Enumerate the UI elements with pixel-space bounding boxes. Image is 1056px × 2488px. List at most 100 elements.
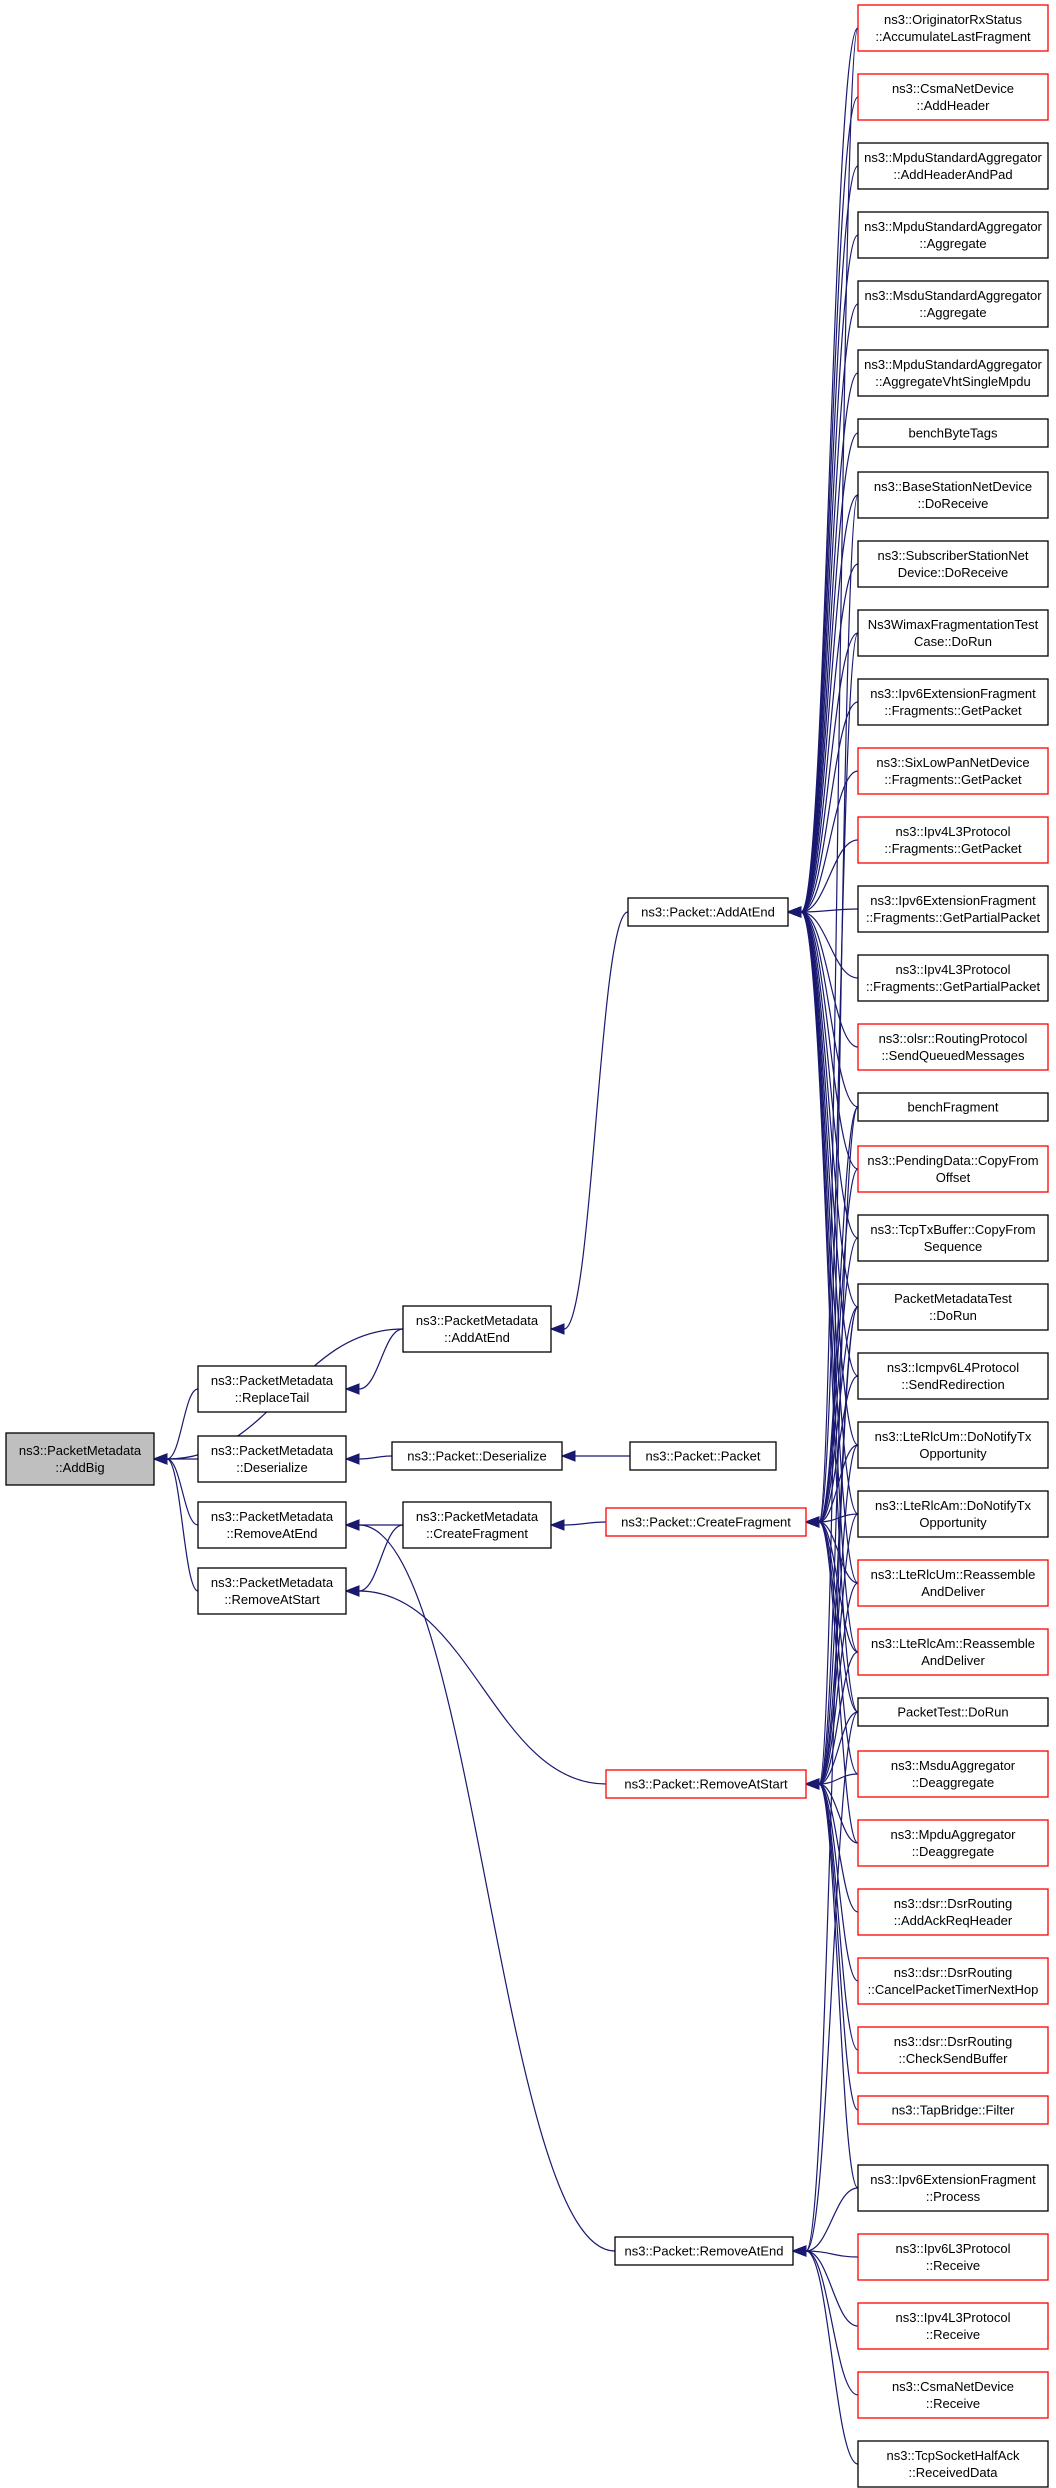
node-r25[interactable]: PacketTest::DoRun [857, 1697, 1049, 1727]
edge-r22-to-p_removeatstart [818, 1513, 859, 1785]
node-p_createfragment[interactable]: ns3::Packet::CreateFragment [605, 1507, 807, 1537]
node-label-line: ::AccumulateLastFragment [875, 29, 1031, 44]
arrowhead-p_packet-to-p_deserialize [560, 1450, 576, 1462]
node-r3[interactable]: ns3::MpduStandardAggregator::Aggregate [857, 211, 1049, 259]
node-r1[interactable]: ns3::CsmaNetDevice::AddHeader [857, 73, 1049, 121]
node-r20[interactable]: ns3::Icmpv6L4Protocol::SendRedirection [857, 1352, 1049, 1400]
node-r33[interactable]: ns3::Ipv6L3Protocol::Receive [857, 2233, 1049, 2281]
node-label-line: ::AddHeaderAndPad [893, 167, 1012, 182]
node-label-line: ::Deserialize [236, 1460, 308, 1475]
node-r34[interactable]: ns3::Ipv4L3Protocol::Receive [857, 2302, 1049, 2350]
node-p_removeatend[interactable]: ns3::Packet::RemoveAtEnd [614, 2236, 794, 2266]
node-p_packet[interactable]: ns3::Packet::Packet [629, 1441, 777, 1471]
node-addbig: ns3::PacketMetadata::AddBig [5, 1432, 155, 1486]
node-pm_addatend[interactable]: ns3::PacketMetadata::AddAtEnd [402, 1305, 552, 1353]
node-label-line: ns3::Packet::Deserialize [407, 1449, 546, 1464]
edge-pm_removeatstart-to-addbig [166, 1458, 199, 1592]
edge-r33-to-p_removeatend [805, 2250, 859, 2258]
node-r12[interactable]: ns3::Ipv4L3Protocol::Fragments::GetPacke… [857, 816, 1049, 864]
node-box [857, 471, 1049, 519]
node-p_deserialize[interactable]: ns3::Packet::Deserialize [391, 1441, 563, 1471]
node-r13[interactable]: ns3::Ipv6ExtensionFragment::Fragments::G… [857, 885, 1049, 933]
node-box [857, 73, 1049, 121]
arrowhead-p_createfragment-to-pm_createfragment [549, 1519, 565, 1531]
node-r32[interactable]: ns3::Ipv6ExtensionFragment::Process [857, 2164, 1049, 2212]
node-box [857, 540, 1049, 588]
edge-r27-to-p_removeatstart [818, 1783, 859, 1844]
node-label-line: ns3::LteRlcUm::DoNotifyTx [875, 1429, 1032, 1444]
edge-p_createfragment-to-pm_createfragment [563, 1521, 607, 1526]
node-r8[interactable]: ns3::SubscriberStationNetDevice::DoRecei… [857, 540, 1049, 588]
node-r19[interactable]: PacketMetadataTest::DoRun [857, 1283, 1049, 1331]
node-box [857, 678, 1049, 726]
node-box [857, 816, 1049, 864]
node-pm_deserialize[interactable]: ns3::PacketMetadata::Deserialize [197, 1435, 347, 1483]
node-r7[interactable]: ns3::BaseStationNetDevice::DoReceive [857, 471, 1049, 519]
edge-r19-to-p_removeatend [805, 1306, 859, 2252]
node-label-line: ::Deaggregate [912, 1844, 994, 1859]
node-r11[interactable]: ns3::SixLowPanNetDevice::Fragments::GetP… [857, 747, 1049, 795]
node-box [197, 1567, 347, 1615]
node-r10[interactable]: ns3::Ipv6ExtensionFragment::Fragments::G… [857, 678, 1049, 726]
node-r29[interactable]: ns3::dsr::DsrRouting::CancelPacketTimerN… [857, 1957, 1049, 2005]
node-label-line: ns3::dsr::DsrRouting [894, 1965, 1013, 1980]
edge-r21-to-p_removeatstart [818, 1444, 859, 1785]
node-label-line: ns3::PacketMetadata [416, 1509, 539, 1524]
node-r26[interactable]: ns3::MsduAggregator::Deaggregate [857, 1750, 1049, 1798]
node-r6[interactable]: benchByteTags [857, 418, 1049, 448]
edge-r28-to-p_removeatstart [818, 1783, 859, 1913]
node-label-line: Device::DoReceive [898, 565, 1009, 580]
node-label-line: ns3::SixLowPanNetDevice [876, 755, 1029, 770]
arrowhead-pm_addatend-to-pm_replacetail [344, 1383, 360, 1395]
node-label-line: ::SendQueuedMessages [881, 1048, 1025, 1063]
node-label-line: ns3::PacketMetadata [211, 1509, 334, 1524]
node-box [391, 1441, 563, 1471]
node-label-line: Case::DoRun [914, 634, 992, 649]
node-label-line: PacketMetadataTest [894, 1291, 1012, 1306]
node-label-line: ns3::dsr::DsrRouting [894, 2034, 1013, 2049]
node-pm_replacetail[interactable]: ns3::PacketMetadata::ReplaceTail [197, 1365, 347, 1413]
node-label-line: ::Deaggregate [912, 1775, 994, 1790]
node-p_addatend[interactable]: ns3::Packet::AddAtEnd [627, 897, 789, 927]
node-label-line: ns3::TapBridge::Filter [892, 2103, 1016, 2118]
node-pm_removeatstart[interactable]: ns3::PacketMetadata::RemoveAtStart [197, 1567, 347, 1615]
edge-r2-to-p_addatend [800, 165, 859, 913]
node-r36[interactable]: ns3::TcpSocketHalfAck::ReceivedData [857, 2440, 1049, 2488]
node-r31[interactable]: ns3::TapBridge::Filter [857, 2095, 1049, 2125]
node-r0[interactable]: ns3::OriginatorRxStatus::AccumulateLastF… [857, 4, 1049, 52]
node-pm_createfragment[interactable]: ns3::PacketMetadata::CreateFragment [402, 1501, 552, 1549]
edge-r24-to-p_removeatstart [818, 1651, 859, 1785]
node-r5[interactable]: ns3::MpduStandardAggregator::AggregateVh… [857, 349, 1049, 397]
node-r2[interactable]: ns3::MpduStandardAggregator::AddHeaderAn… [857, 142, 1049, 190]
node-r35[interactable]: ns3::CsmaNetDevice::Receive [857, 2371, 1049, 2419]
node-r15[interactable]: ns3::olsr::RoutingProtocol::SendQueuedMe… [857, 1023, 1049, 1071]
edge-r9-to-p_createfragment [818, 632, 859, 1523]
node-label-line: ::Aggregate [919, 236, 986, 251]
node-r30[interactable]: ns3::dsr::DsrRouting::CheckSendBuffer [857, 2026, 1049, 2074]
node-box [197, 1501, 347, 1549]
node-pm_removeatend[interactable]: ns3::PacketMetadata::RemoveAtEnd [197, 1501, 347, 1549]
node-label-line: ns3::PacketMetadata [19, 1443, 142, 1458]
edge-r12-to-p_addatend [800, 839, 859, 913]
node-r4[interactable]: ns3::MsduStandardAggregator::Aggregate [857, 280, 1049, 328]
node-r14[interactable]: ns3::Ipv4L3Protocol::Fragments::GetParti… [857, 954, 1049, 1002]
node-r27[interactable]: ns3::MpduAggregator::Deaggregate [857, 1819, 1049, 1867]
edge-r4-to-p_addatend [800, 303, 859, 913]
node-r16[interactable]: benchFragment [857, 1092, 1049, 1122]
node-label-line: ns3::PacketMetadata [211, 1575, 334, 1590]
arrowhead-r27-to-p_createfragment [804, 1516, 820, 1528]
node-label-line: ::RemoveAtStart [224, 1592, 320, 1607]
node-r28[interactable]: ns3::dsr::DsrRouting::AddAckReqHeader [857, 1888, 1049, 1936]
node-box [857, 2164, 1049, 2212]
node-p_removeatstart[interactable]: ns3::Packet::RemoveAtStart [605, 1769, 807, 1799]
node-label-line: AndDeliver [921, 1584, 985, 1599]
node-label-line: ns3::MpduAggregator [890, 1827, 1016, 1842]
